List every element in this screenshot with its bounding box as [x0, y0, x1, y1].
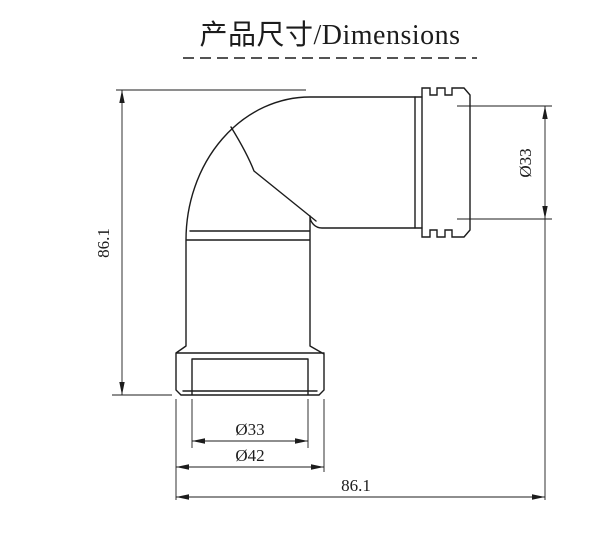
extension-lines: [112, 89, 552, 500]
elbow-body-outline: [175, 96, 423, 396]
drawing-title: 产品尺寸/Dimensions: [199, 19, 460, 51]
arrow-up: [542, 106, 548, 119]
arrow-left: [176, 494, 189, 500]
dim-bottom-bore-label: Ø33: [235, 420, 264, 439]
dim-right-diameter-label: Ø33: [516, 148, 535, 177]
arrow-right: [295, 438, 308, 444]
arrow-right: [532, 494, 545, 500]
elbow-interior-lines: [230, 126, 317, 222]
arrow-right: [311, 464, 324, 470]
measure-lines: [121, 90, 546, 500]
fitting-outline: [175, 87, 471, 396]
dim-socket-diameter-label: Ø42: [235, 446, 264, 465]
arrow-down: [119, 382, 125, 395]
grooved-connector: [414, 87, 471, 238]
arrow-down: [542, 206, 548, 219]
dimension-arrows: [119, 90, 548, 500]
arrow-left: [176, 464, 189, 470]
arrow-left: [192, 438, 205, 444]
dimension-lines: [112, 89, 552, 500]
dim-height-label: 86.1: [94, 228, 113, 258]
dim-length-label: 86.1: [341, 476, 371, 495]
arrow-up: [119, 90, 125, 103]
